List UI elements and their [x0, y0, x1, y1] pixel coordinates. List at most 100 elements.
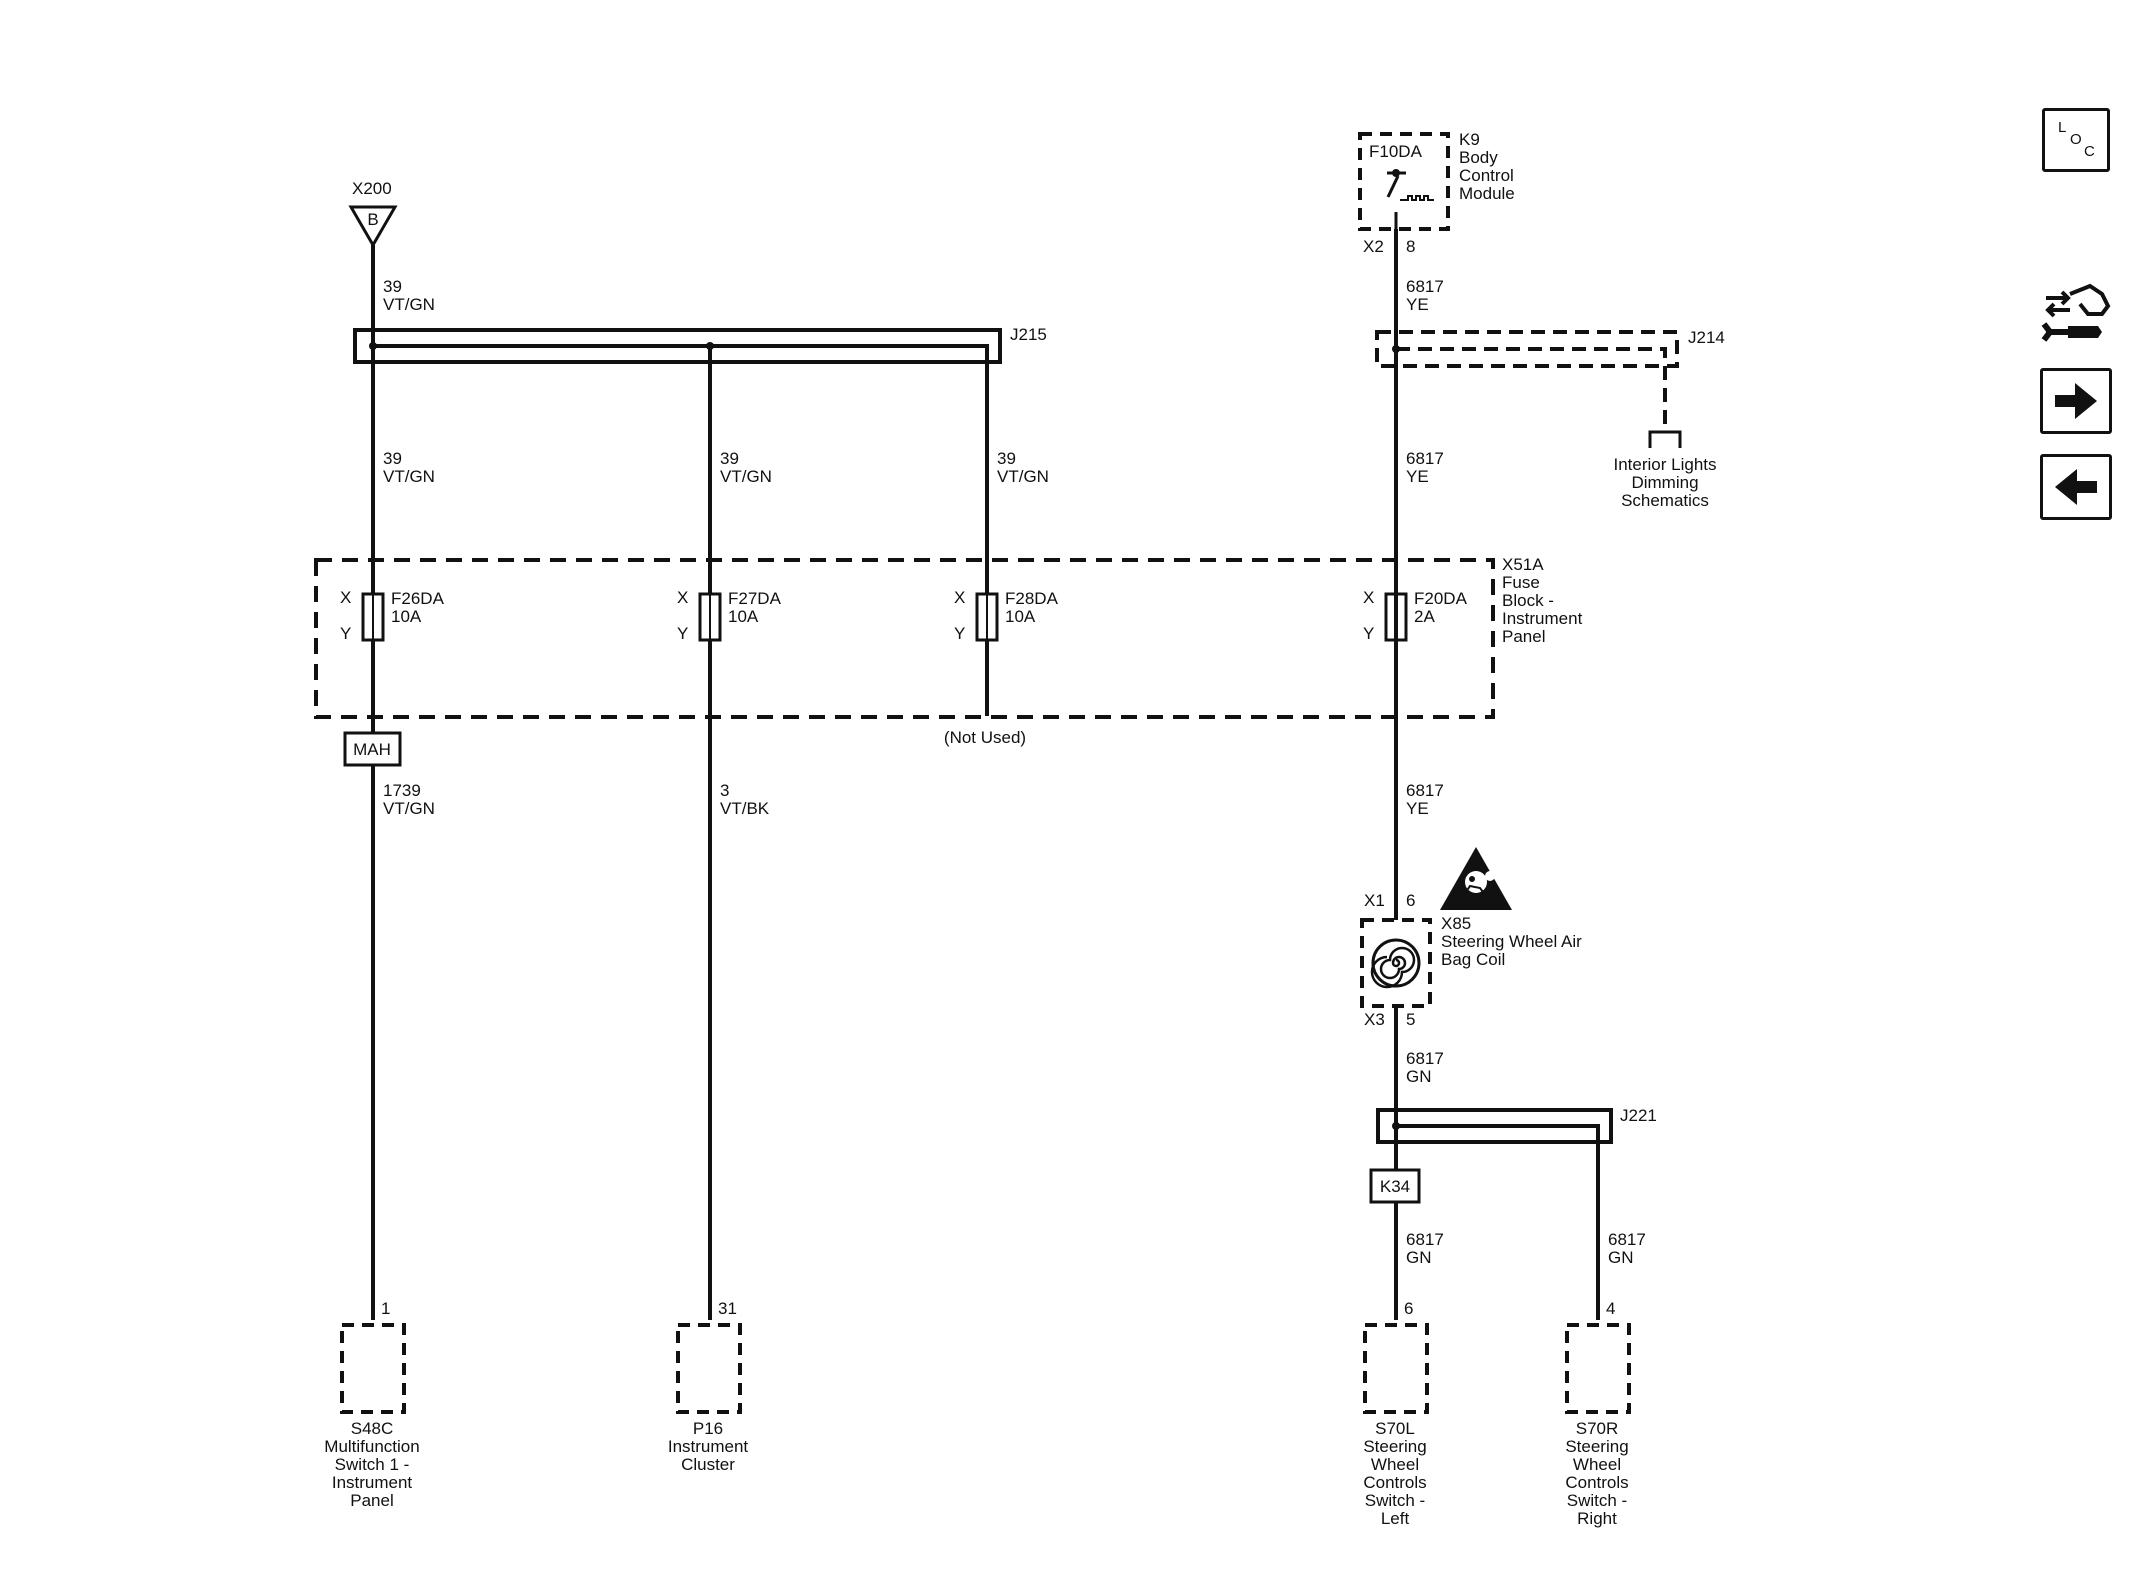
fuse-x-label: X: [1363, 588, 1374, 607]
component-line: S70R: [1576, 1419, 1619, 1438]
component-s48c: 1 S48C Multifunction Switch 1 - Instrume…: [324, 1299, 419, 1510]
wire-label-color: VT/GN: [997, 467, 1049, 486]
mah-label: MAH: [353, 740, 391, 759]
x85-conn-top: X1: [1364, 891, 1385, 910]
fuse-y-label: Y: [954, 624, 965, 643]
fuse-name: F26DA: [391, 589, 445, 608]
component-line: Switch -: [1365, 1491, 1425, 1510]
component-pin: 6: [1404, 1299, 1413, 1318]
x85-steering-wheel-airbag-coil: X1 6 X85 Steering Wheel Air Bag Coil X3 …: [1360, 891, 1582, 1029]
wire-label-num: 6817: [1608, 1230, 1646, 1249]
interior-line: Schematics: [1621, 491, 1709, 510]
interior-lights-reference: Interior Lights Dimming Schematics: [1614, 455, 1717, 510]
component-line: Steering: [1565, 1437, 1628, 1456]
fuse-name: F27DA: [728, 589, 782, 608]
interior-line: Interior Lights: [1614, 455, 1717, 474]
fuse-y-label: Y: [340, 624, 351, 643]
x85-line: Bag Coil: [1441, 950, 1505, 969]
x200-pin: B: [367, 210, 378, 229]
x200-connector: X200 B: [348, 179, 398, 248]
wire-label-num: 6817: [1406, 781, 1444, 800]
component-line: Steering: [1363, 1437, 1426, 1456]
loc-letter: L: [2058, 119, 2066, 136]
wire-label-num: 1739: [383, 781, 421, 800]
component-line: Controls: [1565, 1473, 1628, 1492]
k34-label: K34: [1380, 1177, 1410, 1196]
arrow-right-icon: [2055, 383, 2097, 419]
mah-connector: MAH: [343, 731, 402, 767]
k9-line: Body: [1459, 148, 1498, 167]
fuse-y-label: Y: [1363, 624, 1374, 643]
arrow-left-icon: [2055, 469, 2097, 505]
wire-label-color: YE: [1406, 295, 1429, 314]
x85-line: X85: [1441, 914, 1471, 933]
component-line: S48C: [351, 1419, 394, 1438]
wire-label-color: GN: [1406, 1248, 1432, 1267]
wire-label-num: 3: [720, 781, 729, 800]
j215-label: J215: [1010, 325, 1047, 344]
k9-fuse-label: F10DA: [1369, 142, 1423, 161]
wire-label-color: VT/GN: [383, 295, 435, 314]
airbag-warning-icon: [1440, 847, 1512, 910]
wire-label-color: GN: [1608, 1248, 1634, 1267]
fuse-x-label: X: [340, 588, 351, 607]
component-p16: 31 P16 Instrument Cluster: [668, 1299, 749, 1474]
wire-label-num: 6817: [1406, 1049, 1444, 1068]
k9-pin: 8: [1406, 237, 1415, 256]
next-page-button[interactable]: [2040, 368, 2112, 434]
k9-connector: X2: [1363, 237, 1384, 256]
component-line: Switch -: [1567, 1491, 1627, 1510]
wire-label-num: 6817: [1406, 1230, 1444, 1249]
component-line: Cluster: [681, 1455, 735, 1474]
x85-line: Steering Wheel Air: [1441, 932, 1582, 951]
x85-pin-top: 6: [1406, 891, 1415, 910]
wire-label-color: YE: [1406, 799, 1429, 818]
component-pin: 4: [1606, 1299, 1615, 1318]
k9-line: K9: [1459, 130, 1480, 149]
wire-label-color: VT/GN: [720, 467, 772, 486]
fuse-f26da: X Y F26DA 10A: [340, 588, 445, 643]
component-line: Panel: [350, 1491, 393, 1510]
wire-label-color: VT/GN: [383, 799, 435, 818]
fuse-block-outline: [314, 558, 1495, 719]
fuse-block-line: Fuse: [1502, 573, 1540, 592]
x85-conn-bot: X3: [1364, 1010, 1385, 1029]
fuse-f27da: X Y F27DA 10A: [677, 588, 782, 643]
fuse-block-line: X51A: [1502, 555, 1544, 574]
wire-label-num: 39: [997, 449, 1016, 468]
component-line: Wheel: [1371, 1455, 1419, 1474]
component-s70r: 4 S70R Steering Wheel Controls Switch - …: [1565, 1299, 1631, 1528]
k9-line: Control: [1459, 166, 1514, 185]
k9-line: Module: [1459, 184, 1515, 203]
not-used-label: (Not Used): [944, 728, 1026, 747]
component-s70l: 6 S70L Steering Wheel Controls Switch - …: [1363, 1299, 1429, 1528]
component-line: S70L: [1375, 1419, 1415, 1438]
fuse-name: F20DA: [1414, 589, 1468, 608]
wire-label-color: YE: [1406, 467, 1429, 486]
wire-label-num: 39: [383, 449, 402, 468]
component-line: Instrument: [332, 1473, 413, 1492]
wire-label-num: 6817: [1406, 449, 1444, 468]
k34-connector: K34: [1369, 1168, 1421, 1204]
j215-splice: J215: [353, 325, 1047, 364]
fuse-rating: 10A: [391, 607, 422, 626]
j221-label: J221: [1620, 1106, 1657, 1125]
component-line: Controls: [1363, 1473, 1426, 1492]
k9-body-control-module: F10DA K9 Body Control Module X2 8: [1358, 130, 1515, 256]
fuse-f20da: X Y F20DA 2A: [1363, 588, 1468, 643]
x200-label: X200: [352, 179, 392, 198]
loc-button[interactable]: L O C: [2042, 108, 2110, 172]
x85-pin-bot: 5: [1406, 1010, 1415, 1029]
fuse-name: F28DA: [1005, 589, 1059, 608]
connector-wrench-icon[interactable]: [2040, 280, 2115, 350]
wire-label-num: 39: [720, 449, 739, 468]
fuse-block-line: Panel: [1502, 627, 1545, 646]
previous-page-button[interactable]: [2040, 454, 2112, 520]
fuse-rating: 2A: [1414, 607, 1435, 626]
component-line: Instrument: [668, 1437, 749, 1456]
interior-line: Dimming: [1631, 473, 1698, 492]
wire-label-color: VT/BK: [720, 799, 770, 818]
component-line: Left: [1381, 1509, 1410, 1528]
fuse-x-label: X: [954, 588, 965, 607]
